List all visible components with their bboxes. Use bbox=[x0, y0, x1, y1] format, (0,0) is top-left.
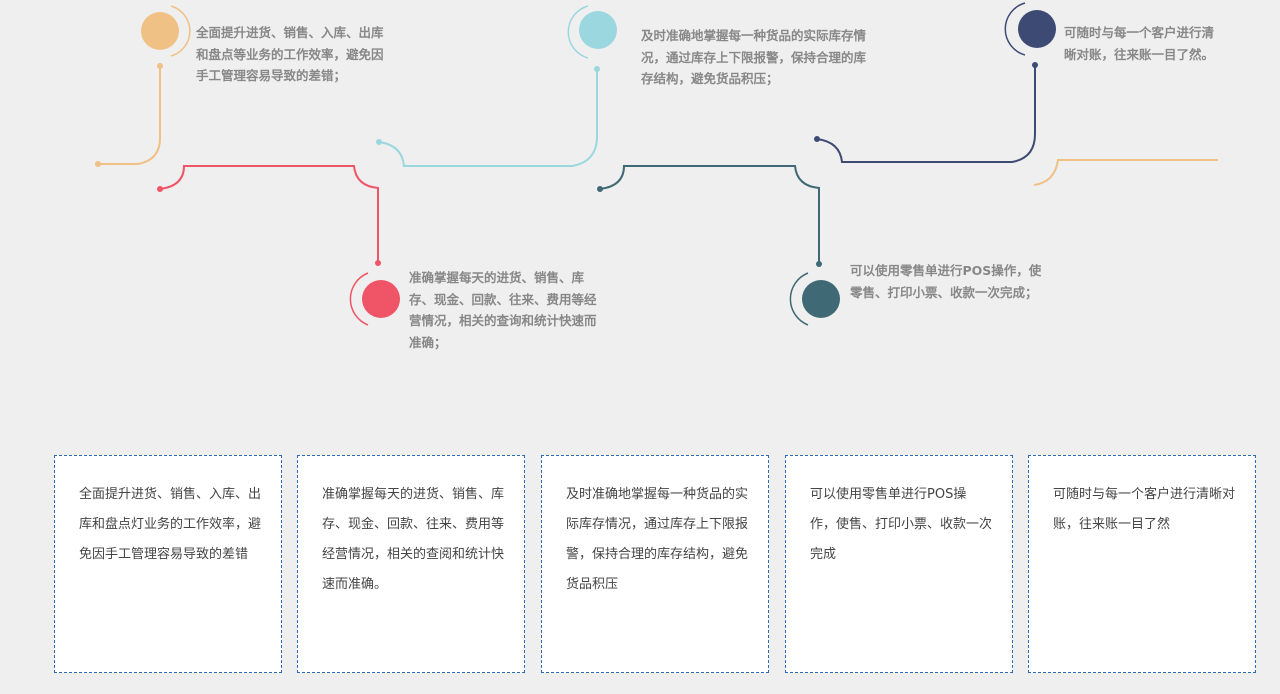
timeline-connector-dot bbox=[95, 161, 101, 167]
timeline-note-5: 可随时与每一个客户进行清晰对账，往来账一目了然。 bbox=[1064, 25, 1215, 62]
feature-card-text: 可以使用零售单进行POS操作，使售、打印小票、收款一次完成 bbox=[810, 487, 993, 562]
timeline-node-4 bbox=[802, 280, 840, 318]
timeline-node-5 bbox=[1018, 10, 1056, 48]
feature-card-1: 全面提升进货、销售、入库、出库和盘点灯业务的工作效率，避免因手工管理容易导致的差… bbox=[54, 455, 282, 673]
timeline-diagram bbox=[95, 2, 1218, 326]
timeline-node-ring-3 bbox=[567, 5, 589, 59]
timeline-connector-3 bbox=[378, 69, 598, 167]
timeline-connector-dot bbox=[816, 261, 822, 267]
timeline-connector-dot bbox=[376, 139, 382, 145]
timeline-connector-dot bbox=[157, 186, 163, 192]
timeline-connector-1 bbox=[98, 66, 161, 165]
timeline-connector-dot bbox=[597, 186, 603, 192]
timeline-step-1 bbox=[95, 5, 191, 167]
timeline-connector-dot bbox=[1032, 62, 1038, 68]
timeline-connector-5 bbox=[816, 65, 1036, 163]
feature-card-text: 全面提升进货、销售、入库、出库和盘点灯业务的工作效率，避免因手工管理容易导致的差… bbox=[79, 487, 262, 562]
feature-card-text: 可随时与每一个客户进行清晰对账，往来账一目了然 bbox=[1053, 487, 1236, 532]
feature-card-5: 可随时与每一个客户进行清晰对账，往来账一目了然 bbox=[1028, 455, 1256, 673]
feature-card-4: 可以使用零售单进行POS操作，使售、打印小票、收款一次完成 bbox=[785, 455, 1013, 673]
feature-card-text: 准确掌握每天的进货、销售、库存、现金、回款、往来、费用等经营情况，相关的查阅和统… bbox=[322, 487, 505, 592]
feature-card-text: 及时准确地掌握每一种货品的实际库存情况，通过库存上下限报警，保持合理的库存结构，… bbox=[566, 487, 749, 592]
timeline-node-ring-1 bbox=[170, 5, 191, 57]
timeline-connector-dot bbox=[594, 66, 600, 72]
feature-card-2: 准确掌握每天的进货、销售、库存、现金、回款、往来、费用等经营情况，相关的查阅和统… bbox=[297, 455, 525, 673]
timeline-connector-dot bbox=[814, 136, 820, 142]
timeline-note-3: 及时准确地掌握每一种货品的实际库存情况，通过库存上下限报警，保持合理的库存结构，… bbox=[641, 28, 867, 86]
timeline-connector-dot bbox=[375, 260, 381, 266]
timeline-tail bbox=[1033, 159, 1218, 186]
timeline-node-ring-5 bbox=[1004, 2, 1026, 56]
timeline-step-3 bbox=[376, 5, 617, 167]
timeline-step-2 bbox=[157, 165, 400, 326]
timeline-node-3 bbox=[579, 11, 617, 49]
timeline-connector-2 bbox=[159, 165, 379, 263]
timeline-note-2: 准确掌握每天的进货、销售、库存、现金、回款、往来、费用等经营情况，相关的查询和统… bbox=[409, 270, 597, 350]
timeline-note-4: 可以使用零售单进行POS操作，使零售、打印小票、收款一次完成； bbox=[850, 263, 1042, 300]
timeline-node-ring-4 bbox=[789, 272, 809, 326]
timeline-node-ring-2 bbox=[349, 272, 369, 326]
timeline-note-1: 全面提升进货、销售、入库、出库和盘点等业务的工作效率，避免因手工管理容易导致的差… bbox=[196, 25, 384, 83]
timeline-step-5 bbox=[814, 2, 1056, 163]
timeline-node-2 bbox=[362, 280, 400, 318]
timeline-node-1 bbox=[141, 12, 179, 50]
timeline-connector-dot bbox=[157, 63, 163, 69]
timeline-step-4 bbox=[597, 165, 840, 326]
feature-card-3: 及时准确地掌握每一种货品的实际库存情况，通过库存上下限报警，保持合理的库存结构，… bbox=[541, 455, 769, 673]
timeline-connector-4 bbox=[599, 165, 820, 264]
